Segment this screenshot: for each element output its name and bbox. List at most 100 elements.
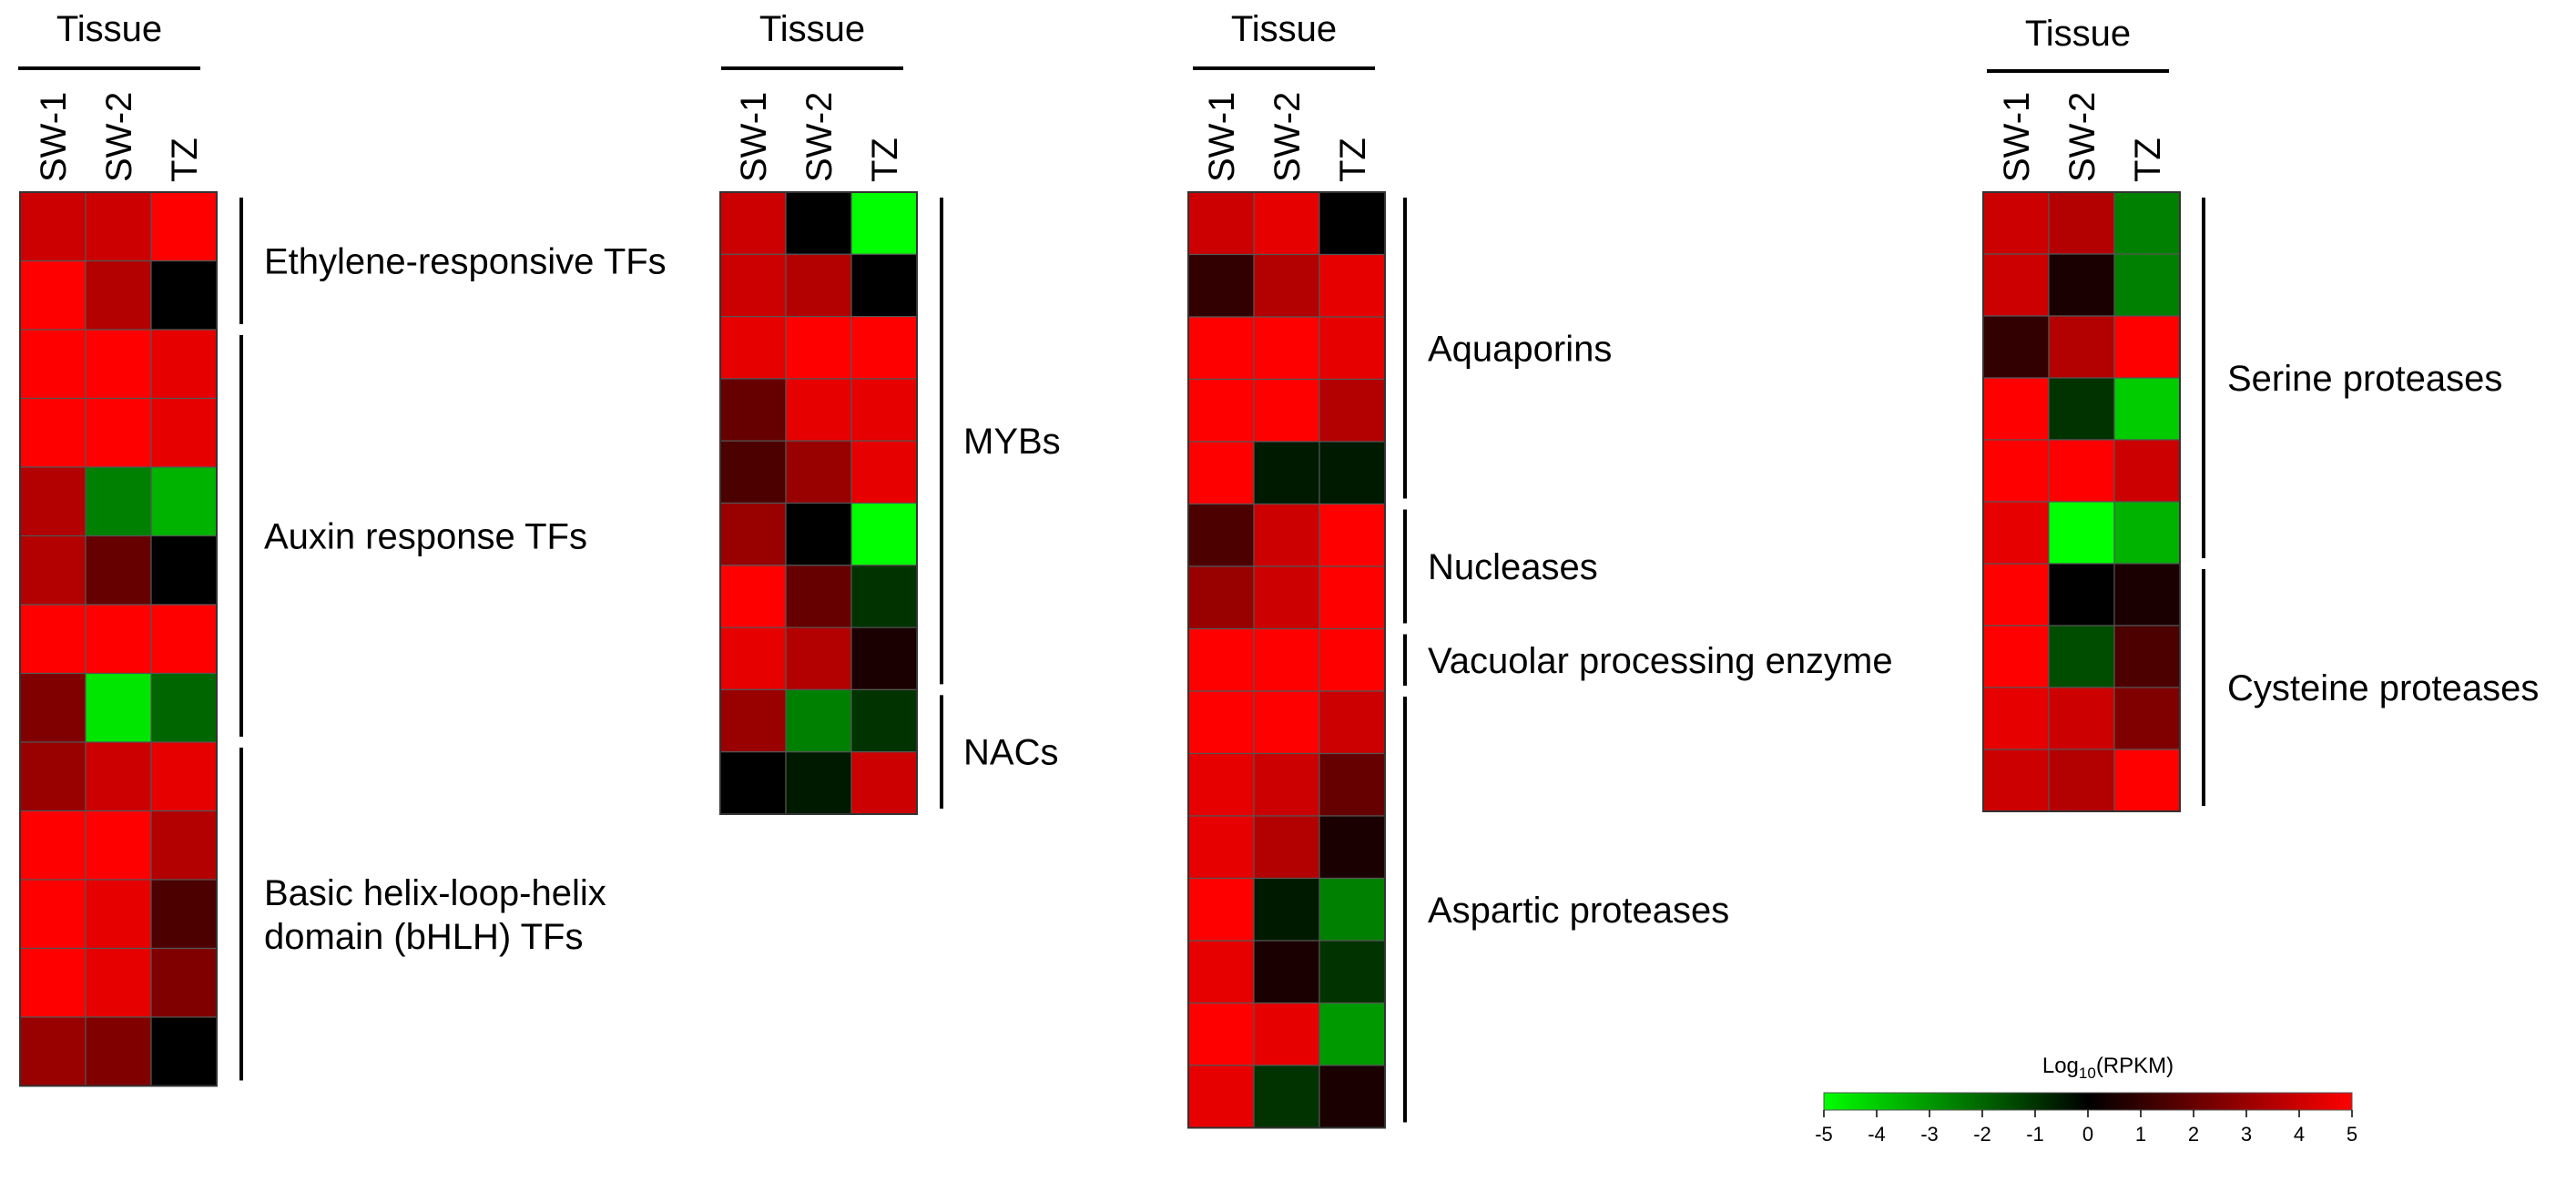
legend-tick-label: 5 <box>2347 1123 2357 1146</box>
legend-tick-label: -3 <box>1920 1123 1939 1146</box>
heatmap-cell <box>85 535 152 606</box>
heatmap-cell <box>1319 627 1386 692</box>
legend-color-bar <box>1823 1092 2353 1111</box>
heatmap-cell <box>85 947 152 1018</box>
heatmap-cell <box>1982 253 2050 317</box>
heatmap-cell <box>2113 749 2181 812</box>
heatmap-cell <box>850 253 918 318</box>
group-label: NACs <box>963 733 1058 773</box>
heatmap-cell <box>1253 1064 1320 1129</box>
heatmap-cell <box>1319 253 1386 318</box>
legend-tick-label: -4 <box>1868 1123 1886 1146</box>
heatmap-cell <box>719 191 787 255</box>
group-label: Nucleases <box>1428 547 1598 587</box>
heatmap-cell <box>1982 501 2050 565</box>
heatmap-cell <box>1319 752 1386 817</box>
heatmap-cell <box>1982 625 2050 688</box>
heatmap-cell <box>2048 749 2115 812</box>
group-label: Basic helix-loop-helix <box>264 873 606 913</box>
heatmap-border <box>719 191 918 815</box>
heatmap-cell <box>1319 503 1386 567</box>
heatmap-cell <box>1187 1064 1255 1129</box>
column-label: SW-2 <box>2062 92 2103 182</box>
heatmap-cell <box>2113 687 2181 750</box>
group-label: Auxin response TFs <box>264 517 587 557</box>
heatmap-cell <box>1319 1002 1386 1066</box>
heatmap-cell <box>1187 627 1255 692</box>
heatmap-cell <box>1187 191 1255 256</box>
heatmap-cell <box>2113 191 2181 255</box>
heatmap-cell <box>1982 563 2050 626</box>
heatmap-cell <box>85 397 152 468</box>
heatmap-cell <box>2048 377 2115 441</box>
heatmap-cell <box>150 810 218 881</box>
heatmap-cell <box>150 604 218 675</box>
legend-tick-label: -2 <box>1973 1123 1991 1146</box>
legend-tick-label: 2 <box>2188 1123 2199 1146</box>
heatmap-cell <box>850 626 918 690</box>
heatmap-cell <box>1319 1064 1386 1129</box>
heatmap-cell <box>719 440 787 504</box>
heatmap-cell <box>150 535 218 606</box>
heatmap-cell <box>1982 439 2050 503</box>
heatmap-cell <box>150 191 218 262</box>
heatmap-cell <box>1253 253 1320 318</box>
heatmap-cell <box>19 466 87 537</box>
tissue-header: Tissue <box>759 9 865 49</box>
heatmap-cell <box>19 810 87 881</box>
heatmap-cell <box>2048 439 2115 503</box>
column-label: TZ <box>1333 138 1373 182</box>
column-label: SW-1 <box>1202 92 1242 182</box>
heatmap-cell <box>19 741 87 812</box>
heatmap-cell <box>2113 501 2181 565</box>
heatmap-cell <box>2048 687 2115 750</box>
heatmap-cell <box>19 191 87 262</box>
heatmap-cell <box>1982 687 2050 750</box>
heatmap-cell <box>1253 815 1320 880</box>
heatmap-cell <box>1982 749 2050 812</box>
heatmap-cell <box>1253 752 1320 817</box>
heatmap-cell <box>719 626 787 690</box>
heatmap-cell <box>1253 503 1320 567</box>
heatmap-cell <box>785 626 852 690</box>
heatmap-cell <box>1187 441 1255 505</box>
heatmap-cell <box>1253 441 1320 505</box>
heatmap-cell <box>785 378 852 442</box>
column-label: TZ <box>2128 138 2168 182</box>
heatmap-cell <box>1253 1002 1320 1066</box>
heatmap-cell <box>785 565 852 628</box>
heatmap-cell <box>2048 253 2115 317</box>
heatmap-cell <box>850 688 918 753</box>
heatmap-cell <box>85 604 152 675</box>
heatmap-cell <box>2048 315 2115 379</box>
heatmap-cell <box>850 502 918 566</box>
group-label: Aquaporins <box>1428 329 1612 369</box>
heatmap-cell <box>1187 940 1255 1004</box>
heatmap-cell <box>1319 191 1386 256</box>
heatmap-cell <box>1253 378 1320 443</box>
column-label: SW-1 <box>1997 92 2037 182</box>
group-label: Cysteine proteases <box>2227 668 2539 708</box>
column-label: SW-1 <box>34 92 74 182</box>
heatmap-cell <box>785 191 852 255</box>
heatmap-cell <box>719 316 787 380</box>
heatmap-cell <box>719 253 787 318</box>
heatmap-cell <box>19 260 87 331</box>
heatmap-cell <box>1253 191 1320 256</box>
heatmap-cell <box>1253 877 1320 942</box>
heatmap-cell <box>150 260 218 331</box>
heatmap-cell <box>150 672 218 743</box>
column-label: TZ <box>165 138 205 182</box>
heatmap-cell <box>19 329 87 400</box>
heatmap-cell <box>1319 565 1386 630</box>
heatmap-cell <box>19 397 87 468</box>
heatmap-cell <box>785 316 852 380</box>
group-label: domain (bHLH) TFs <box>264 917 583 957</box>
heatmap-cell <box>19 947 87 1018</box>
heatmap-cell <box>1187 565 1255 630</box>
heatmap-cell <box>150 741 218 812</box>
heatmap-cell <box>85 810 152 881</box>
column-label: SW-1 <box>734 92 774 182</box>
